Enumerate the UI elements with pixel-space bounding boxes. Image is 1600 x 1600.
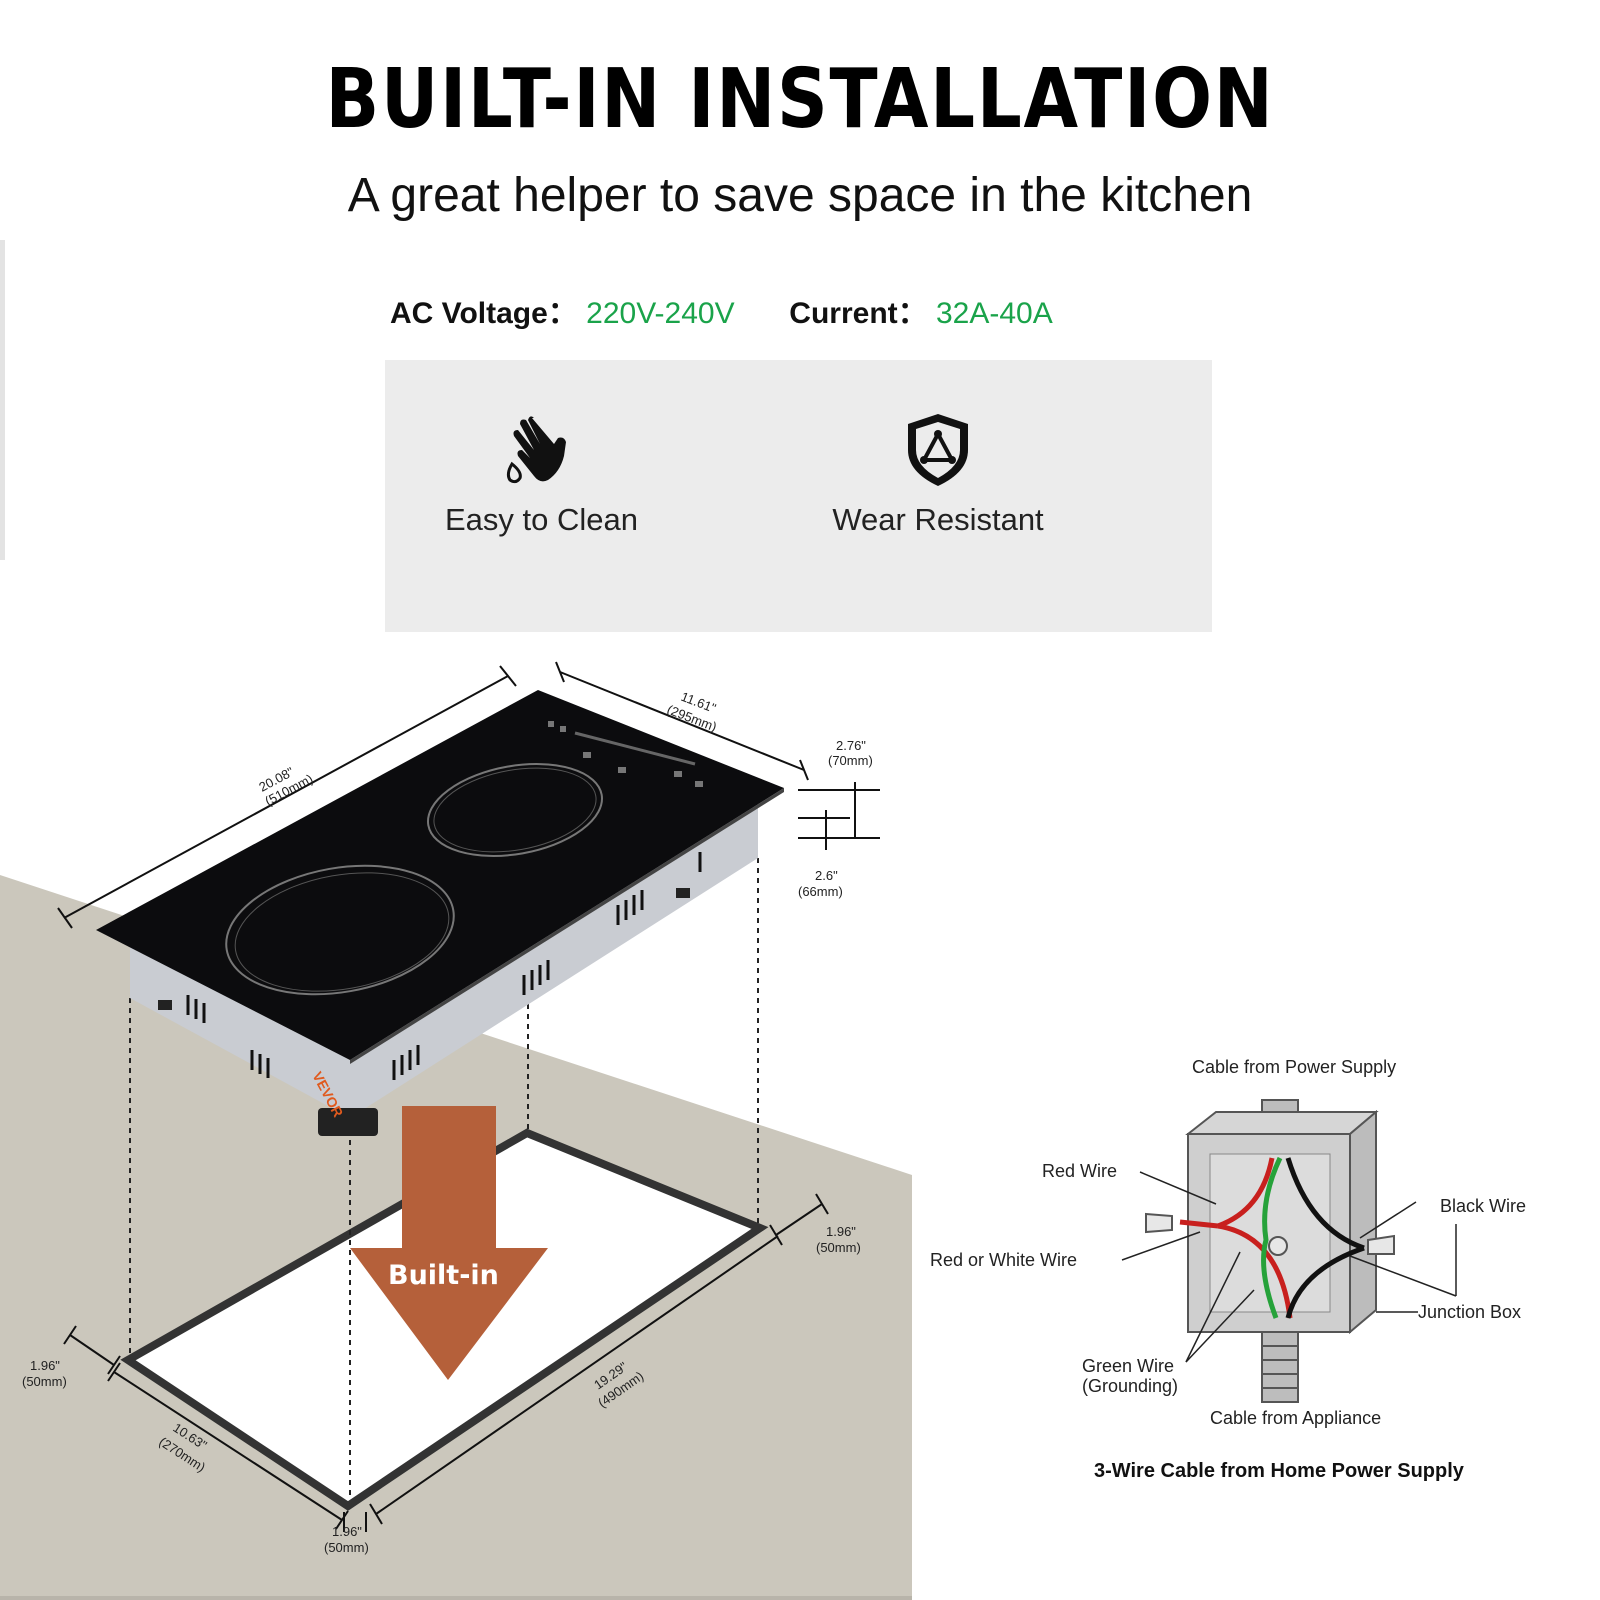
wiring-caption: 3-Wire Cable from Home Power Supply (1094, 1460, 1465, 1482)
cooktop-body (130, 790, 758, 1118)
height-total-dim: 2.76" (836, 738, 866, 753)
hand-water-drop-icon (445, 410, 635, 490)
projection-lines (129, 858, 759, 1500)
green-wire-label: Green Wire (1082, 1356, 1174, 1376)
feature-label: Easy to Clean (445, 502, 638, 537)
height-body-dim: 2.6" (815, 868, 838, 883)
red-white-wire (1217, 1223, 1293, 1319)
red-white-wire-label: Red or White Wire (930, 1250, 1077, 1270)
feature-easy-to-clean: Easy to Clean (445, 410, 638, 538)
feature-wear-resistant: Wear Resistant (823, 410, 1053, 538)
cutout-margin-left-mm: (50mm) (22, 1374, 67, 1389)
current-label: Current (789, 297, 898, 330)
green-wire (1261, 1156, 1283, 1319)
cutout-margin-right-mm: (50mm) (816, 1240, 861, 1255)
current-value: 32A-40A (935, 297, 1053, 330)
junction-box-diagram: Cable from Power Supply Red Wire Red or … (930, 1057, 1526, 1482)
cooktop-glass (96, 690, 784, 1060)
voltage-label: AC Voltage (390, 297, 548, 330)
height-body-mm: (66mm) (798, 884, 843, 899)
burner-front (225, 864, 455, 996)
burner-rear (427, 763, 603, 857)
cutout-margin-bottom-mm: (50mm) (324, 1540, 369, 1555)
voltage-value: 220V-240V (586, 297, 735, 330)
cooktop-foot (318, 1108, 378, 1136)
feature-panel: Easy to Clean Wear Resistant (385, 360, 1212, 632)
cable-appliance-label: Cable from Appliance (1210, 1408, 1381, 1428)
left-edge-rule (0, 240, 5, 560)
page-subtitle: A great helper to save space in the kitc… (347, 169, 1253, 222)
cooktop-vents (186, 852, 702, 1080)
shield-triangle-icon (823, 410, 1053, 490)
callout-lines (1121, 1171, 1457, 1363)
wire-nut-right (1367, 1234, 1395, 1255)
height-total-mm: (70mm) (828, 753, 873, 768)
wire-nut-left (1145, 1212, 1173, 1234)
page-title: BUILT-IN INSTALLATION (325, 52, 1275, 147)
built-in-label: Built-in (388, 1260, 499, 1291)
black-wire (1285, 1157, 1365, 1251)
cutout-margin-left-dim: 1.96" (30, 1358, 60, 1373)
cutout-margin-right-dim: 1.96" (826, 1224, 856, 1239)
black-wire-label: Black Wire (1440, 1196, 1526, 1216)
control-panel (548, 721, 703, 787)
ground-screw (1268, 1236, 1288, 1256)
cutout-margin-bottom-dim: 1.96" (332, 1524, 362, 1539)
cable-power-label: Cable from Power Supply (1192, 1057, 1396, 1077)
built-in-arrow (350, 1106, 548, 1380)
electrical-specs: AC Voltage： 220V-240V Current： 32A-40A (390, 297, 1053, 330)
red-wire (1217, 1157, 1275, 1229)
red-wire-label: Red Wire (1042, 1161, 1117, 1181)
grounding-label: (Grounding) (1082, 1376, 1178, 1396)
feature-label: Wear Resistant (832, 502, 1044, 537)
junction-box-label: Junction Box (1418, 1302, 1521, 1322)
appliance-cable (1261, 1331, 1299, 1403)
